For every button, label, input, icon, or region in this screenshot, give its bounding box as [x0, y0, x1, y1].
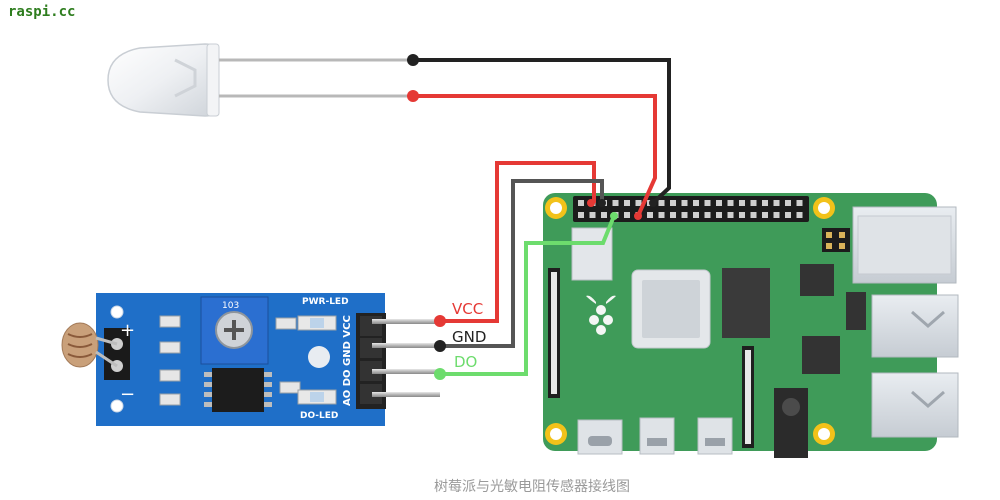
trimmer-label: 103: [222, 301, 239, 311]
raspberry-logo-icon: [586, 295, 616, 335]
ram-chip: [722, 268, 770, 338]
wire-dot-led-signal: [407, 90, 419, 102]
do-led-label: DO-LED: [300, 411, 338, 421]
raspberry-pi-board: [543, 193, 959, 458]
comparator-chip: [212, 368, 264, 412]
vcc-label: VCC: [452, 300, 483, 318]
terminal-plus-sign: +: [120, 320, 135, 341]
gpio-pin: [612, 200, 619, 206]
gpio-dot-led-gnd: [649, 199, 657, 207]
gpio-header: [573, 196, 809, 222]
pwr-led-label: PWR-LED: [302, 297, 349, 307]
gpio-pin: [578, 212, 584, 218]
gpio-pin: [693, 200, 699, 206]
wire-dot-gnd: [434, 340, 446, 352]
gpio-pin: [762, 200, 768, 206]
wire-dot-vcc: [434, 315, 446, 327]
light-sensor-module: + − 103 PWR-LED DO-LED AO DO GND VCC: [61, 293, 440, 426]
watermark: raspi.cc: [8, 4, 76, 20]
gpio-pin: [739, 212, 745, 218]
wire-dot-led-gnd: [407, 54, 419, 66]
gpio-pin: [704, 212, 711, 218]
gpio-pin: [658, 212, 665, 218]
module-hole: [308, 346, 330, 368]
pin-vcc: [372, 319, 440, 324]
wire-do: [440, 215, 616, 376]
gpio-pin: [727, 212, 734, 218]
pin-gnd: [372, 343, 440, 348]
gpio-pin: [624, 212, 630, 218]
wire-endpoints: [407, 54, 657, 380]
gpio-pin: [750, 212, 757, 218]
gnd-label: GND: [452, 328, 486, 346]
led: [107, 43, 413, 117]
gpio-pin: [670, 200, 676, 206]
micro-hdmi-port-0: [639, 417, 675, 455]
gpio-pin: [658, 200, 665, 206]
gpio-pin: [681, 200, 688, 206]
led-lens: [107, 43, 216, 117]
led-anvil: [174, 58, 197, 98]
gpio-dot-vcc: [587, 199, 595, 207]
gpio-pin: [727, 200, 734, 206]
gpio-pin: [750, 200, 757, 206]
terminal-minus-sign: −: [120, 384, 135, 405]
pin-ao: [372, 392, 440, 397]
gpio-pin: [670, 212, 676, 218]
wire-led-signal: [413, 94, 657, 217]
gpio-dot-led-signal: [634, 212, 642, 220]
gpio-pin: [681, 212, 688, 218]
smd-components: [159, 315, 301, 406]
gpio-dot-do: [610, 212, 618, 220]
gpio-pin: [773, 200, 780, 206]
gpio-pin: [578, 200, 584, 206]
led-rim: [206, 43, 220, 117]
gpio-pin: [785, 200, 791, 206]
wire-led-gnd: [413, 58, 671, 205]
module-pin-labels: AO DO GND VCC: [342, 315, 353, 406]
gpio-pin: [716, 200, 722, 206]
pin-do: [372, 369, 440, 374]
diagram-caption: 树莓派与光敏电阻传感器接线图: [434, 479, 630, 495]
micro-hdmi-port-1: [697, 417, 733, 455]
gpio-pin: [635, 200, 642, 206]
small-chip: [846, 292, 866, 330]
gpio-pin: [785, 212, 791, 218]
gpio-pin: [693, 212, 699, 218]
photoresistor: [61, 322, 99, 368]
gpio-pin: [773, 212, 780, 218]
gpio-pin: [624, 200, 630, 206]
gpio-dot-gnd: [598, 199, 606, 207]
usb-port-bottom: [871, 372, 959, 438]
usb-port-top: [871, 294, 959, 358]
wires: [413, 58, 671, 376]
ethernet-chip: [802, 336, 840, 374]
gpio-pin: [601, 212, 607, 218]
gpio-pin: [796, 200, 803, 206]
wire-vcc: [440, 161, 596, 323]
wire-dot-do: [434, 368, 446, 380]
gpio-pin: [647, 212, 653, 218]
gpio-pin: [589, 212, 596, 218]
gpio-pin: [796, 212, 803, 218]
do-label: DO: [454, 353, 477, 371]
gpio-pin: [762, 212, 768, 218]
wire-gnd: [440, 179, 604, 348]
gpio-pin: [704, 200, 711, 206]
gpio-pin: [716, 212, 722, 218]
gpio-pin: [739, 200, 745, 206]
usb-controller-chip: [800, 264, 834, 296]
